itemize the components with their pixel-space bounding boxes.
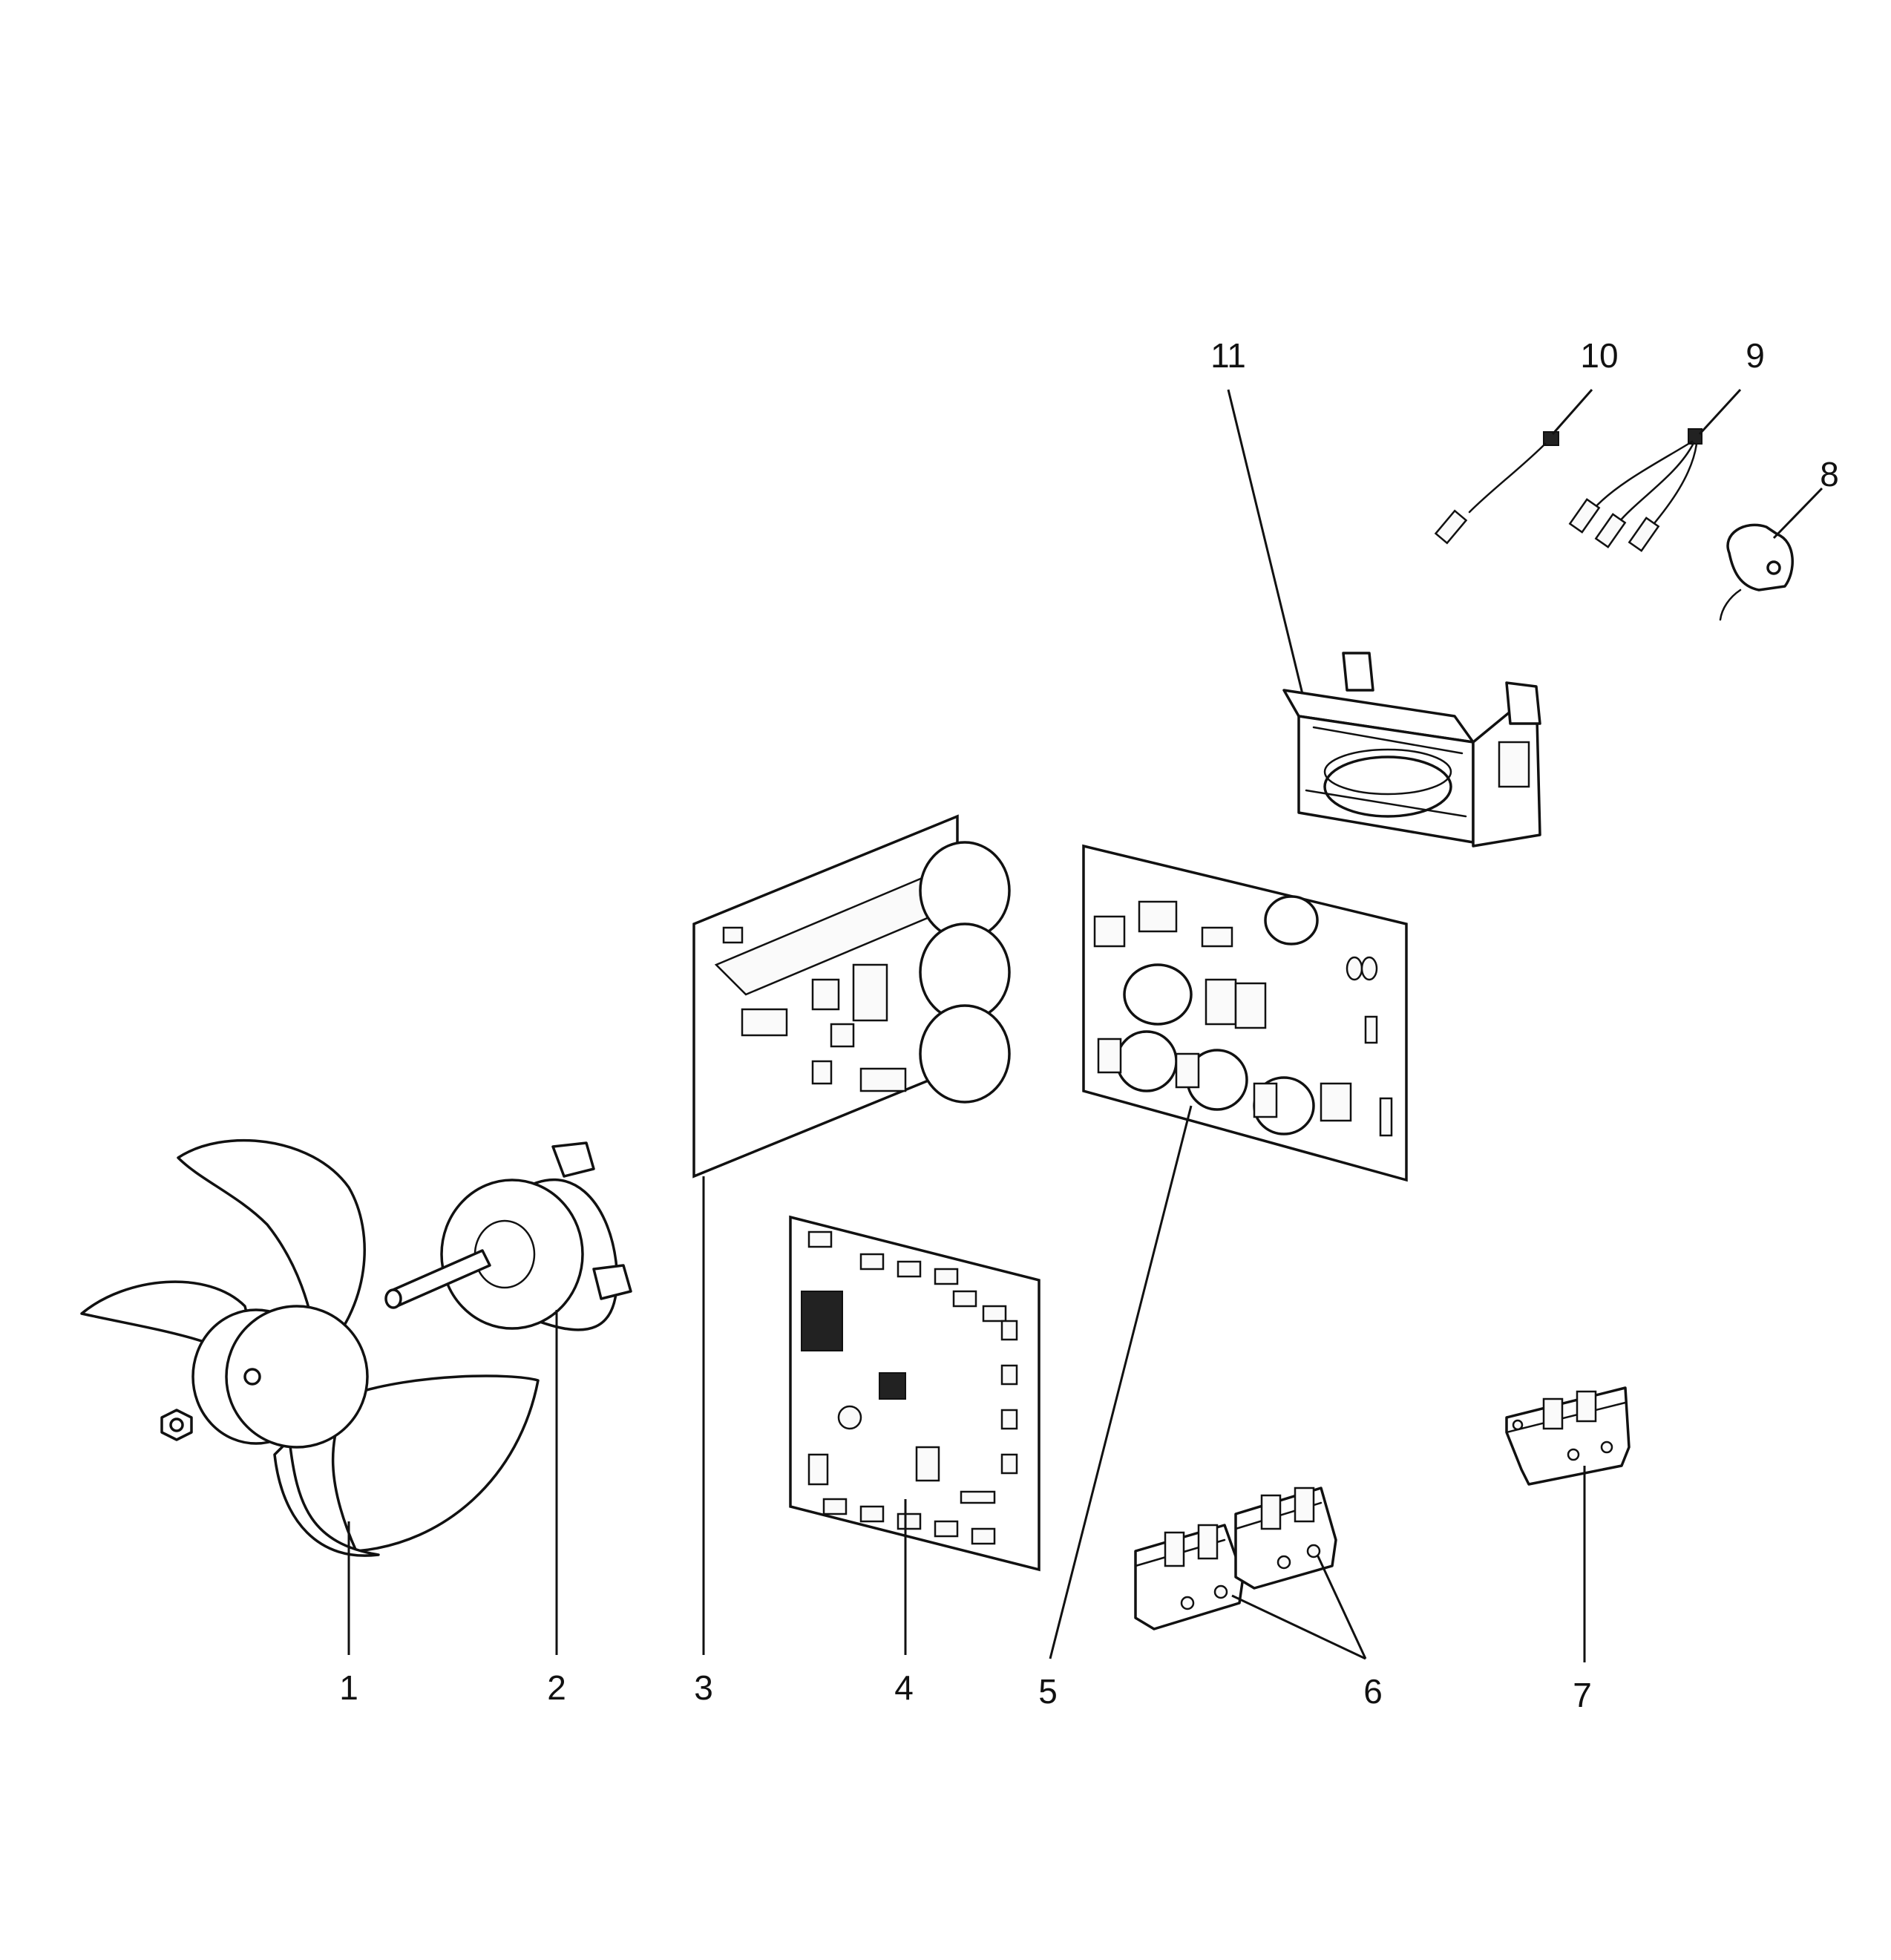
part-3-capacitor-board: [692, 814, 1011, 1179]
part-2-fan-motor: [384, 1141, 632, 1331]
callout-8: 8: [1820, 455, 1839, 494]
leader-lines: [347, 388, 1823, 1662]
part-6-terminal-block-right: [1234, 1487, 1337, 1590]
part-11-reactor: [1282, 652, 1541, 848]
callout-7: 7: [1573, 1676, 1592, 1714]
callout-1: 1: [339, 1668, 358, 1707]
leader-8: [1772, 487, 1823, 540]
part-1-fan-blade: [80, 1138, 540, 1557]
part-6-terminal-block-left: [1134, 1524, 1245, 1630]
callout-9: 9: [1746, 336, 1765, 375]
callout-4: 4: [894, 1668, 914, 1707]
callout-6: 6: [1363, 1672, 1383, 1711]
callout-labels: 1 2 3 4 5 6 7 8 9 10 11: [339, 336, 1839, 1714]
callout-10: 10: [1580, 336, 1618, 375]
callout-2: 2: [547, 1668, 566, 1707]
part-1-nut: [160, 1409, 193, 1441]
part-5-filter-pcb: [1082, 844, 1408, 1182]
part-8-ferrite-core: [1719, 523, 1794, 621]
leader-5: [1049, 1105, 1193, 1659]
part-10-thermistor-single: [1434, 431, 1559, 545]
part-9-thermistor-harness: [1568, 428, 1702, 552]
callout-3: 3: [694, 1668, 713, 1707]
callout-11: 11: [1210, 336, 1246, 375]
part-7-terminal-block: [1505, 1386, 1631, 1486]
part-4-control-pcb: [789, 1215, 1040, 1572]
leader-10: [1551, 389, 1593, 435]
leader-9: [1698, 388, 1742, 436]
callout-5: 5: [1038, 1672, 1058, 1711]
leader-6a: [1231, 1594, 1366, 1660]
leader-6b: [1316, 1554, 1367, 1659]
leader-11: [1227, 389, 1304, 695]
